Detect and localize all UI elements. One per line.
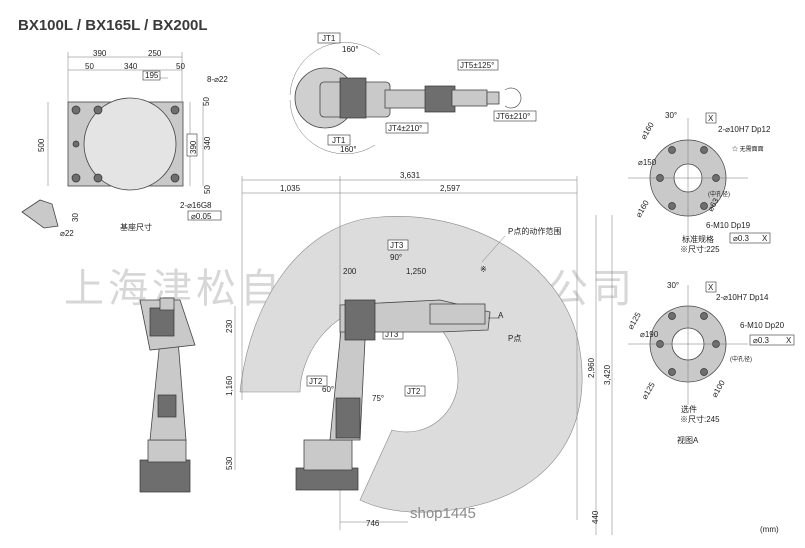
dim-340b: 340 (203, 136, 212, 150)
bolt-hole (170, 105, 180, 115)
opt-tol-x: X (786, 336, 792, 345)
base-shoe (21, 199, 59, 229)
dim-50b: 50 (176, 62, 185, 71)
std-angle: 30° (665, 111, 677, 120)
dim-3631: 3,631 (400, 171, 421, 180)
opt-hole2: 6-M10 Dp20 (740, 321, 785, 330)
dim-200: 200 (343, 267, 357, 276)
dim-50d: 50 (203, 185, 212, 194)
range-jt2: JT2 (407, 387, 421, 396)
dim-390b: 390 (189, 140, 198, 154)
dim-1035: 1,035 (280, 184, 301, 193)
top-jt1-b-deg: 160° (340, 145, 357, 154)
std-x: X (708, 114, 714, 123)
opt-d1: ⌀125 (626, 310, 643, 331)
range-jt2-deg-b: 60° (322, 385, 334, 394)
robot-side-view (139, 297, 196, 493)
std-d1: ⌀160 (639, 120, 656, 141)
shoe-height: 30 (71, 213, 80, 222)
std-hole2: 6-M10 Dp19 (706, 221, 751, 230)
dim-230: 230 (225, 319, 234, 333)
opt-d3: ⌀100 (710, 378, 727, 399)
opt-label1: 选件 (681, 404, 697, 414)
units-label: (mm) (760, 525, 779, 534)
range-jt3: JT3 (390, 241, 404, 250)
top-jt1-a: JT1 (322, 34, 336, 43)
shop-watermark: shop1445 (410, 505, 476, 522)
robot-top-view: JT1 160° JT1 160° JT4±210° JT5±125° JT6±… (289, 32, 537, 155)
std-hole1: 2-⌀10H7 Dp12 (718, 125, 771, 134)
flange-option: X 30° 2-⌀10H7 Dp14 ⌀125 ⌀190 ⌀125 ⌀100 (… (626, 281, 795, 445)
a-mark: A (498, 311, 504, 320)
dim-2960: 2,960 (587, 357, 596, 378)
bolt-hole (93, 105, 103, 115)
top-jt1-b: JT1 (332, 136, 346, 145)
opt-label2: ※尺寸:245 (680, 414, 720, 424)
dim-50: 50 (85, 62, 94, 71)
base-plan-view: 390 250 50 340 50 195 8-⌀22 50 390 340 5… (21, 49, 228, 238)
bolt-hole (71, 105, 81, 115)
opt-x: X (708, 283, 714, 292)
range-envelope (239, 216, 583, 513)
base-circle (83, 97, 177, 191)
dim-746: 746 (366, 519, 380, 528)
std-flat: ☆ 无需面面 (732, 145, 764, 153)
bolt-hole (170, 173, 180, 183)
dim-50c: 50 (202, 97, 211, 106)
pin-label: 2-⌀16G8 (180, 201, 212, 210)
dim-250: 250 (148, 49, 162, 58)
dim-195: 195 (145, 71, 159, 80)
dim-530: 530 (225, 456, 234, 470)
dim-2597: 2,597 (440, 184, 461, 193)
std-d1b: ⌀160 (634, 198, 651, 219)
opt-center: (中孔径) (730, 355, 752, 363)
motion-range-view: 3,631 1,035 2,597 2,960 3,420 440 230 1,… (225, 171, 613, 535)
drawing-title: BX100L / BX165L / BX200L (18, 17, 208, 34)
pin-hole (72, 140, 80, 148)
opt-tol: ⌀0.3 (753, 336, 769, 345)
opt-angle: 30° (667, 281, 679, 290)
top-jt5: JT5±125° (460, 61, 494, 70)
opt-d2: ⌀190 (640, 330, 659, 339)
std-tol-x: X (762, 234, 768, 243)
base-caption: 基座尺寸 (120, 222, 152, 232)
dim-3420: 3,420 (603, 364, 612, 385)
range-jt2-b: JT2 (309, 377, 323, 386)
bolt-hole (93, 173, 103, 183)
std-label2: ※尺寸:225 (680, 244, 720, 254)
opt-d4: ⌀125 (640, 380, 657, 401)
bolt-hole (71, 173, 81, 183)
dim-440: 440 (591, 510, 600, 524)
top-jt6: JT6±210° (496, 112, 530, 121)
dim-1160: 1,160 (225, 375, 234, 396)
range-jt3-b: JT3 (385, 330, 399, 339)
std-tol: ⌀0.3 (733, 234, 749, 243)
range-jt2-deg: 75° (372, 394, 384, 403)
flange-standard: X 30° 2-⌀10H7 Dp12 ☆ 无需面面 ⌀160 ⌀150 ⌀160… (628, 111, 771, 254)
dim-390: 390 (93, 49, 107, 58)
top-jt1-a-deg: 160° (342, 45, 359, 54)
p-range-label: P点的动作范围 (508, 226, 561, 236)
std-d2: ⌀150 (638, 158, 657, 167)
star-mark: ※ (480, 265, 487, 274)
top-jt4: JT4±210° (388, 124, 422, 133)
hole-label: 8-⌀22 (207, 75, 228, 84)
dim-340: 340 (124, 62, 138, 71)
std-center: (中孔径) (708, 190, 730, 198)
opt-hole1: 2-⌀10H7 Dp14 (716, 293, 769, 302)
range-jt3-deg: 90° (390, 253, 402, 262)
p-point-label: P点 (508, 334, 521, 343)
std-label1: 标准规格 (682, 234, 714, 244)
pin-tol: ⌀0.05 (191, 212, 212, 221)
dim-500: 500 (37, 138, 46, 152)
shoe-diameter: ⌀22 (60, 229, 74, 238)
dim-1250: 1,250 (406, 267, 427, 276)
opt-view: 视图A (677, 435, 699, 445)
